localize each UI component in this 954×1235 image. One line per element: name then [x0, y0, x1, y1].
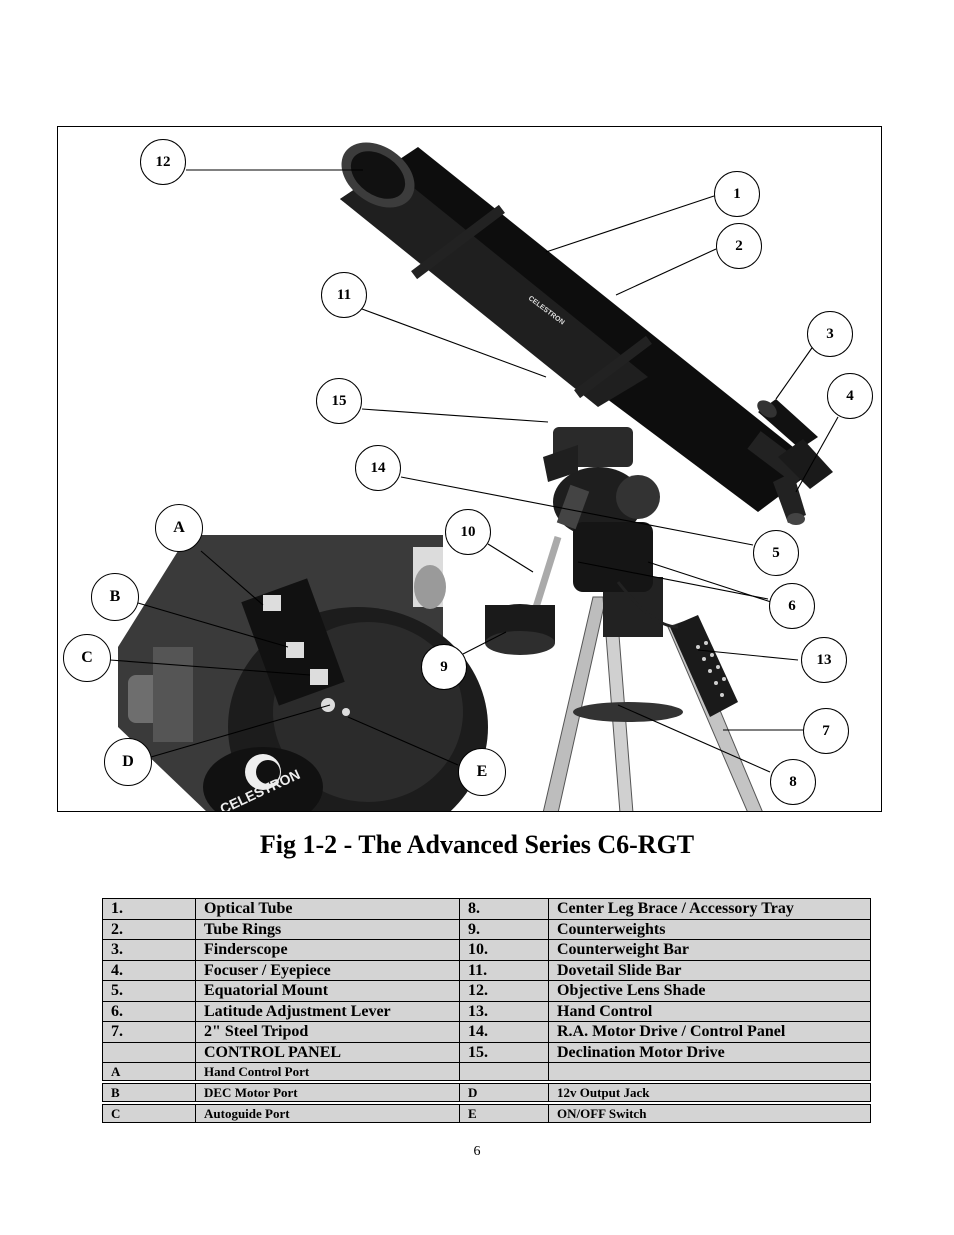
table-cell: B	[102, 1083, 196, 1102]
table-cell: Counterweights	[548, 918, 871, 940]
table-cell: A	[102, 1062, 196, 1081]
table-cell: R.A. Motor Drive / Control Panel	[548, 1021, 871, 1043]
telescope-figure: CELESTRON	[57, 126, 882, 812]
table-cell: 2.	[102, 918, 196, 940]
table-cell: 10.	[459, 939, 549, 961]
callout-8: 8	[770, 759, 816, 805]
table-cell: E	[459, 1104, 549, 1123]
table-cell: Center Leg Brace / Accessory Tray	[548, 898, 871, 920]
table-cell: 12v Output Jack	[548, 1083, 871, 1102]
table-cell: Objective Lens Shade	[548, 980, 871, 1002]
table-cell: 11.	[459, 959, 549, 981]
telescope-illustration: CELESTRON	[109, 142, 839, 811]
table-cell: C	[102, 1104, 196, 1123]
callout-e: E	[458, 748, 506, 796]
table-cell: Focuser / Eyepiece	[195, 959, 460, 981]
table-cell: 2" Steel Tripod	[195, 1021, 460, 1043]
callout-a: A	[155, 504, 203, 552]
table-cell: D	[459, 1083, 549, 1102]
callout-6: 6	[769, 583, 815, 629]
optical-tube: CELESTRON	[340, 142, 833, 525]
table-cell: 14.	[459, 1021, 549, 1043]
callout-4: 4	[827, 373, 873, 419]
table-cell: 3.	[102, 939, 196, 961]
hand-control	[616, 581, 738, 717]
callout-1: 1	[714, 171, 760, 217]
callout-15: 15	[316, 378, 362, 424]
table-cell: DEC Motor Port	[195, 1083, 460, 1102]
table-cell: 15.	[459, 1041, 549, 1063]
table-cell: ON/OFF Switch	[548, 1104, 871, 1123]
table-cell: 4.	[102, 959, 196, 981]
table-cell: 12.	[459, 980, 549, 1002]
table-cell: Counterweight Bar	[548, 939, 871, 961]
callout-11: 11	[321, 272, 367, 318]
leader-lines	[109, 169, 839, 773]
counterweights	[485, 535, 562, 655]
table-cell: 8.	[459, 898, 549, 920]
callout-3: 3	[807, 311, 853, 357]
table-cell: Latitude Adjustment Lever	[195, 1000, 460, 1022]
table-cell	[102, 1041, 196, 1063]
table-cell: 13.	[459, 1000, 549, 1022]
table-cell	[459, 1062, 549, 1081]
table-cell: Declination Motor Drive	[548, 1041, 871, 1063]
figure-caption: Fig 1-2 - The Advanced Series C6-RGT	[259, 830, 695, 859]
callout-10: 10	[445, 509, 491, 555]
callout-9: 9	[421, 644, 467, 690]
callout-13: 13	[801, 637, 847, 683]
table-cell: Hand Control Port	[195, 1062, 460, 1081]
callout-b: B	[91, 573, 139, 621]
table-cell: CONTROL PANEL	[195, 1041, 460, 1063]
table-cell: Dovetail Slide Bar	[548, 959, 871, 981]
callout-12: 12	[140, 139, 186, 185]
table-cell: Finderscope	[195, 939, 460, 961]
table-cell	[548, 1062, 871, 1081]
callout-2: 2	[716, 223, 762, 269]
table-cell: 5.	[102, 980, 196, 1002]
callout-c: C	[63, 634, 111, 682]
table-cell: Tube Rings	[195, 918, 460, 940]
table-cell: Equatorial Mount	[195, 980, 460, 1002]
table-cell: 1.	[102, 898, 196, 920]
table-cell: 6.	[102, 1000, 196, 1022]
page-number: 6	[473, 1144, 481, 1159]
table-cell: Autoguide Port	[195, 1104, 460, 1123]
callout-5: 5	[753, 530, 799, 576]
callout-14: 14	[355, 445, 401, 491]
callout-d: D	[104, 738, 152, 786]
table-cell: 7.	[102, 1021, 196, 1043]
callout-7: 7	[803, 708, 849, 754]
table-cell: Optical Tube	[195, 898, 460, 920]
table-cell: Hand Control	[548, 1000, 871, 1022]
table-cell: 9.	[459, 918, 549, 940]
